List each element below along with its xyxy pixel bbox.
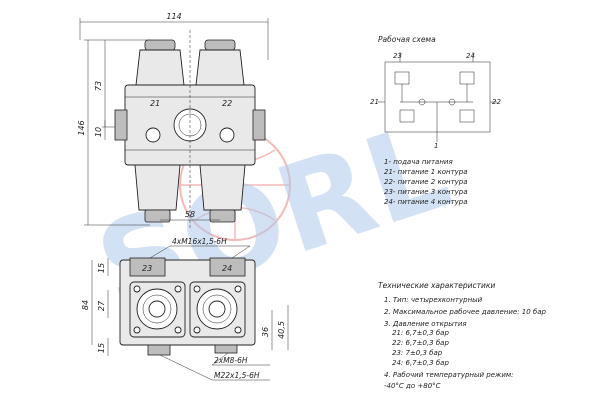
spec-item: 2. Максимальное рабочее давление: 10 бар [384,308,547,316]
dim-left-total: 84 [81,300,90,310]
working-schema: Рабочая схема 23 24 21 22 1 [370,35,501,150]
front-view: 114 146 73 10 21 22 [77,12,269,230]
schema-port-1: 1 [434,142,438,150]
port-21-label: 21 [150,99,160,108]
port-24-label: 24 [222,264,232,273]
thread-top-label: 4xM16x1,5-6H [172,237,227,246]
spec-pressure: 21: 6,7±0,3 бар [392,329,449,337]
legend-item: 22- питание 2 контура [384,178,468,186]
schema-title: Рабочая схема [378,35,436,44]
dim-upper: 73 [94,81,103,91]
spec-pressure: 24: 6,7±0,3 бар [392,359,449,367]
dim-height: 146 [77,120,86,135]
specs-temp-value: -40°С до +80°С [384,382,441,390]
specs-temp-label: 4. Рабочий температурный режим: [384,371,514,379]
dim-left-bottom: 15 [97,343,106,353]
schema-port-24: 24 [466,52,475,60]
legend-item: 21- питание 1 контура [384,168,468,176]
dim-width: 114 [166,12,181,21]
dim-port: 10 [94,127,103,137]
dim-right-405: 40,5 [277,321,286,339]
bottom-view: 4xM16x1,5-6H 23 24 84 27 [81,237,289,381]
port-22-label: 22 [222,99,232,108]
schema-legend: 1- подача питания 21- питание 1 контура 22… [384,158,468,206]
dim-left-top: 15 [97,263,106,273]
legend-item: 1- подача питания [384,158,453,166]
thread-side-label: 2xM8-6H [214,356,248,365]
specs-title: Технические характеристики [378,281,495,290]
spec-item: 3. Давление открытия [384,320,467,328]
dim-right-36: 36 [261,327,270,337]
dim-bottom: 58 [185,210,195,219]
schema-frame [384,61,491,133]
spec-pressure: 22: 6,7±0,3 бар [392,339,449,347]
port-23-label: 23 [142,264,152,273]
schema-port-21: 21 [370,98,379,106]
spec-item: 1. Тип: четырехконтурный [384,296,483,304]
spec-pressure: 23: 7±0,3 бар [392,349,443,357]
dim-left-mid: 27 [97,300,106,311]
legend-item: 24- питание 4 контура [384,198,468,206]
technical-specs: Технические характеристики 1. Тип: четыр… [378,281,547,390]
thread-bottom-label: M22x1,5-6H [214,371,260,380]
legend-item: 23- питание 3 контура [384,188,468,196]
schema-port-23: 23 [393,52,402,60]
